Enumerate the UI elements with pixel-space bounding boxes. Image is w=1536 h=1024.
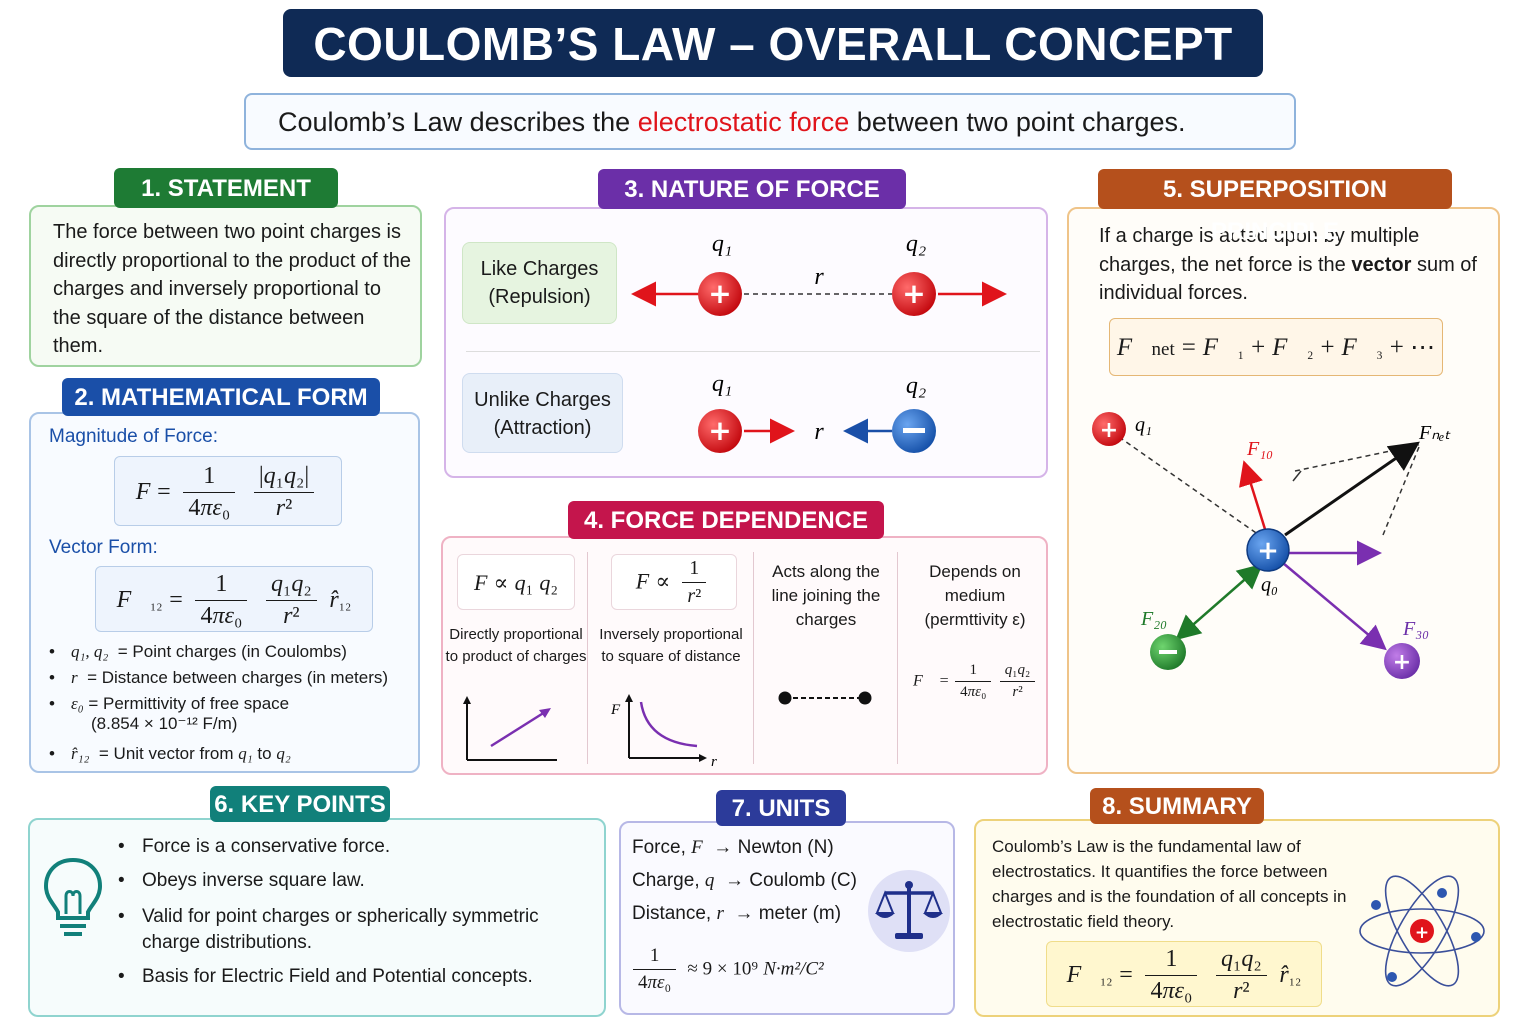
svg-text:+: + bbox=[1393, 650, 1411, 675]
like-r-label: r bbox=[814, 264, 824, 290]
unit-row-charge: Charge, q → Coulomb (C) bbox=[632, 870, 857, 891]
superposition-panel: If a charge is acted upon by multiple ch… bbox=[1067, 207, 1500, 774]
dependence-panel: F ∝ q₁ q₂ Directly proportional to produ… bbox=[441, 536, 1048, 775]
statement-header: 1. STATEMENT bbox=[114, 168, 338, 208]
nature-diagram: + + q₁ q₂ r + q₁ q₂ r bbox=[631, 231, 1007, 453]
page-title: COULOMB’S LAW – OVERALL CONCEPT bbox=[283, 9, 1263, 77]
q1-charge-icon bbox=[1092, 412, 1126, 446]
superposition-header: 5. SUPERPOSITION PRINCIPLE bbox=[1098, 169, 1452, 245]
nature-divider bbox=[466, 351, 1040, 352]
superposition-diagram: + + + q₁ q₀ F₁₀ Fₙₑₜ F₂₀ F₃₀ bbox=[1092, 412, 1451, 679]
linear-graph-icon bbox=[463, 696, 557, 761]
point-charges: q₁, q₂ = Point charges (in Coulombs) bbox=[49, 642, 417, 668]
nature-panel: Like Charges(Repulsion) Unlike Charges(A… bbox=[444, 207, 1048, 478]
svg-text:+: + bbox=[1415, 923, 1429, 943]
svg-text:+: + bbox=[902, 277, 925, 310]
key-point-item: Obeys inverse square law. bbox=[116, 868, 556, 894]
balance-scale-icon bbox=[868, 870, 950, 952]
intro-banner: Coulomb’s Law describes the electrostati… bbox=[244, 93, 1296, 150]
sp-f20-label: F₂₀ bbox=[1140, 608, 1167, 630]
nature-header: 3. NATURE OF FORCE bbox=[598, 169, 906, 209]
col4-text: Depends on medium (permttivity ε) bbox=[924, 562, 1026, 629]
key-points-panel: Force is a conservative force. Obeys inv… bbox=[28, 818, 606, 1017]
key-points-header: 6. KEY POINTS bbox=[210, 786, 390, 822]
inverse-graph-icon: F r bbox=[610, 694, 717, 770]
key-point-item: Force is a conservative force. bbox=[116, 834, 556, 860]
key-points-list: Force is a conservative force. Obeys inv… bbox=[116, 834, 556, 990]
lightbulb-icon bbox=[43, 857, 103, 936]
atom-icon: + bbox=[1359, 875, 1485, 987]
like-q1-charge-icon bbox=[698, 272, 742, 316]
unit-row-distance: Distance, r → meter (m) bbox=[632, 903, 842, 924]
inverse-axis-F: F bbox=[610, 702, 621, 718]
net-force-formula: F⃗net = F⃗₁ + F⃗₂ + F⃗₃ + ⋯ bbox=[1109, 318, 1443, 376]
f20-arrow bbox=[1175, 563, 1263, 641]
math-header: 2. MATHEMATICAL FORM bbox=[62, 378, 380, 416]
unlike-charges-chip: Unlike Charges(Attraction) bbox=[462, 373, 623, 453]
magnitude-label: Magnitude of Force: bbox=[49, 426, 218, 447]
col2-caption: Inversely proportional to square of dist… bbox=[599, 626, 743, 665]
key-point-item: Valid for point charges or spherically s… bbox=[116, 904, 556, 956]
superposition-text: If a charge is acted upon by multiple ch… bbox=[1099, 225, 1477, 304]
like-q1-label: q₁ bbox=[712, 231, 732, 257]
math-points: q₁, q₂ = Point charges (in Coulombs) r =… bbox=[49, 642, 417, 764]
units-panel: Force, F → Newton (N) Charge, q → Coulom… bbox=[619, 821, 955, 1015]
like-charges-chip: Like Charges(Repulsion) bbox=[462, 242, 617, 324]
dependence-header: 4. FORCE DEPENDENCE bbox=[568, 501, 884, 539]
statement-panel: The force between two point charges is d… bbox=[29, 205, 422, 367]
col1-caption: Directly proportional to product of char… bbox=[445, 626, 587, 665]
q3-charge-icon bbox=[1384, 643, 1420, 679]
like-q2-charge-icon bbox=[892, 272, 936, 316]
intro-highlight: electrostatic force bbox=[637, 107, 850, 137]
svg-text:+: + bbox=[708, 414, 731, 447]
key-point-item: Basis for Electric Field and Potential c… bbox=[116, 964, 556, 990]
sp-q1-label: q₁ bbox=[1135, 414, 1152, 436]
summary-text: Coulomb’s Law is the fundamental law of … bbox=[992, 837, 1347, 931]
f30-arrow bbox=[1282, 562, 1387, 651]
fnet-arrow bbox=[1284, 441, 1420, 537]
intro-text-before: Coulomb’s Law describes the bbox=[278, 107, 638, 137]
q0-charge-icon bbox=[1246, 528, 1290, 572]
statement-text: The force between two point charges is d… bbox=[53, 221, 411, 357]
point-distance: r = Distance between charges (in meters) bbox=[49, 668, 417, 694]
unlike-q1-label: q₁ bbox=[712, 371, 732, 397]
summary-panel: Coulomb’s Law is the fundamental law of … bbox=[974, 819, 1500, 1017]
svg-text:+: + bbox=[708, 277, 731, 310]
sp-fnet-label: Fₙₑₜ bbox=[1418, 422, 1451, 444]
inverse-axis-r: r bbox=[711, 754, 717, 770]
point-unit-vector: r̂₁₂ = Unit vector from q₁ to q₂ bbox=[49, 744, 417, 764]
vector-label: Vector Form: bbox=[49, 537, 158, 558]
proportional-charge-formula: F ∝ q₁ q₂ bbox=[457, 554, 575, 610]
sp-f10-label: F₁₀ bbox=[1246, 438, 1273, 460]
summary-header: 8. SUMMARY bbox=[1090, 788, 1264, 824]
point-permittivity: ε₀ = Permittivity of free space(8.854 × … bbox=[49, 694, 417, 744]
unlike-q2-label: q₂ bbox=[906, 373, 926, 399]
sp-f30-label: F₃₀ bbox=[1402, 618, 1429, 640]
sp-q0-label: q₀ bbox=[1261, 574, 1278, 596]
intro-text-after: between two point charges. bbox=[849, 107, 1186, 137]
svg-text:+: + bbox=[1100, 418, 1118, 443]
unit-row-force: Force, F → Newton (N) bbox=[632, 837, 834, 858]
col3-text: Acts along the line joining the charges bbox=[771, 562, 881, 629]
like-q2-label: q₂ bbox=[906, 231, 926, 257]
unlike-r-label: r bbox=[814, 419, 824, 445]
units-header: 7. UNITS bbox=[716, 790, 846, 826]
svg-text:+: + bbox=[1257, 536, 1279, 566]
line-joining-icon bbox=[778, 691, 872, 705]
unlike-q1-charge-icon bbox=[698, 409, 742, 453]
